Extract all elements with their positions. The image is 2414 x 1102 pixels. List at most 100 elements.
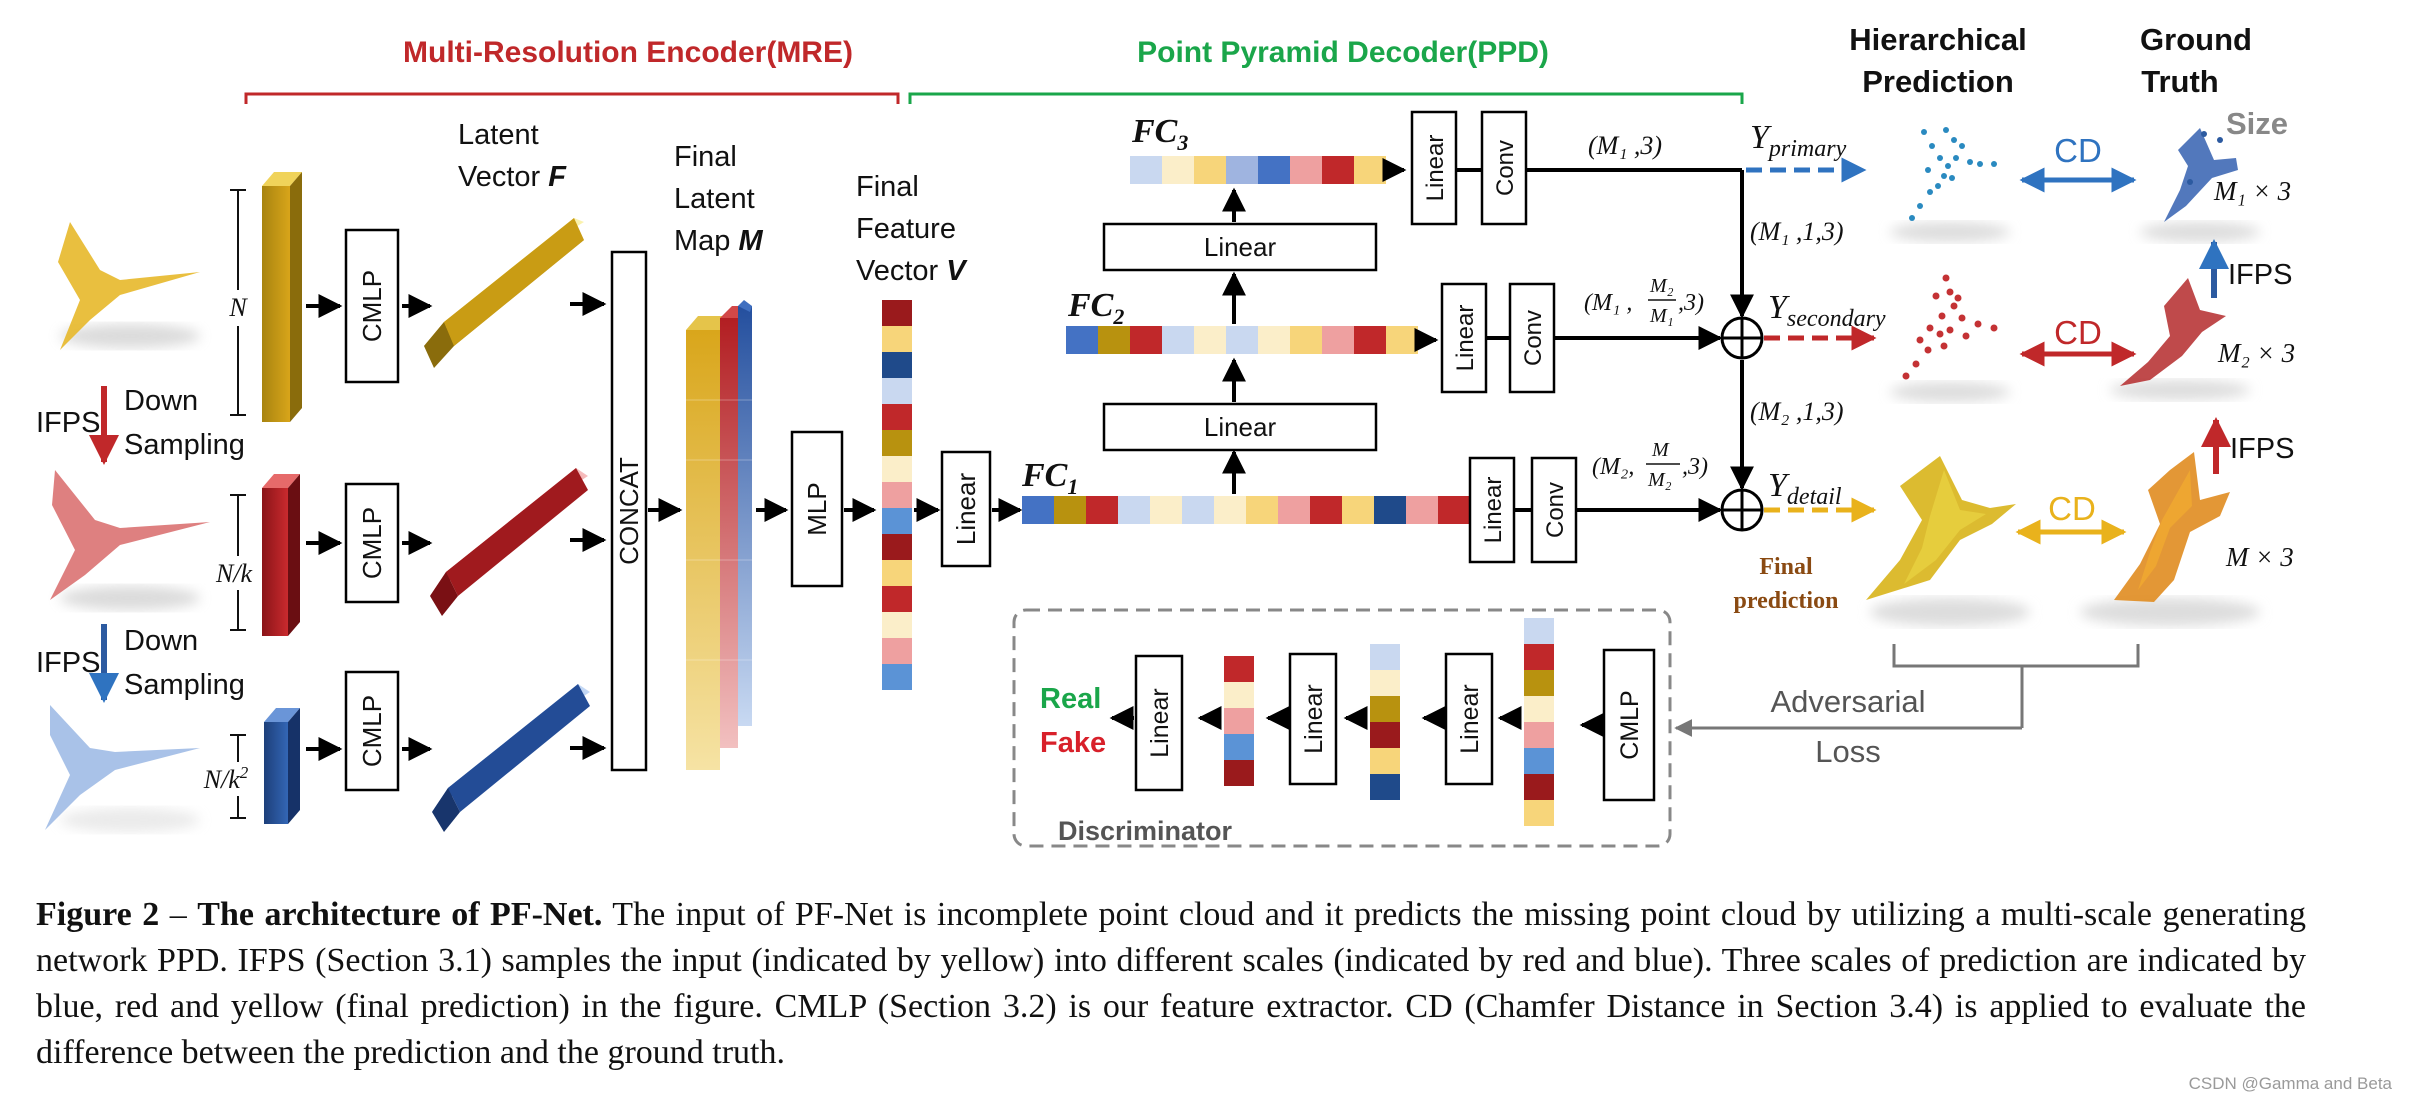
gt-cloud-detail (2080, 452, 2260, 626)
fc1-label: FC1 (1021, 457, 1078, 499)
discriminator-frame (1012, 608, 1672, 848)
svg-text:Linear: Linear (1480, 477, 1507, 544)
conv-box-row3: Conv (1480, 110, 1528, 226)
fc3-label: FC3 (1131, 113, 1188, 155)
disc-vector-1 (1524, 618, 1554, 826)
y-secondary-label: Ysecondary (1768, 289, 1886, 332)
svg-text:Conv: Conv (1492, 140, 1519, 196)
svg-text:Linear: Linear (1456, 684, 1484, 754)
svg-text:,3): ,3) (1682, 454, 1708, 480)
final-latent-map (686, 300, 752, 770)
sum-node-secondary (1720, 316, 1764, 360)
dim-nk2: N/k2 (203, 763, 249, 794)
shape-m1-1-3: (M₁ ,1,3) (1750, 217, 1844, 246)
ground-truth-label-2: Truth (2141, 64, 2219, 99)
latent-vector-red (430, 468, 588, 616)
hierarchical-label-2: Prediction (1862, 64, 2014, 99)
latent-label-1: Latent (458, 119, 539, 151)
feature-bar-blue (264, 708, 300, 824)
shape-m1-3: (M₁ ,3) (1588, 131, 1662, 160)
final-map-label-2: Latent (674, 183, 755, 215)
final-map-label-1: Final (674, 141, 737, 173)
pred-cloud-secondary (1890, 274, 2010, 402)
svg-text:(M₁ ,: (M₁ , (1584, 290, 1632, 316)
architecture-diagram: Multi-Resolution Encoder(MRE) Point Pyra… (36, 22, 2295, 848)
ground-truth-label-1: Ground (2140, 22, 2252, 57)
svg-text:Linear: Linear (1204, 232, 1277, 262)
svg-text:CMLP: CMLP (357, 270, 387, 342)
disc-linear-box-2: Linear (1288, 652, 1338, 786)
input-cloud-red (50, 470, 210, 610)
cmlp-box-1: CMLP (344, 228, 400, 384)
encoder-title: Multi-Resolution Encoder(MRE) (403, 36, 853, 69)
fc2-vector (1066, 326, 1418, 354)
latent-vector-yellow (424, 218, 584, 368)
final-prediction-label-1: Final (1759, 554, 1813, 580)
encoder-bracket (244, 92, 900, 104)
fc3-vector (1130, 156, 1386, 184)
linear-box-row1: Linear (1468, 456, 1516, 564)
y-primary-label: Yprimary (1750, 119, 1847, 162)
svg-text:M₂: M₂ (1647, 469, 1672, 491)
conv-box-row1: Conv (1530, 456, 1578, 564)
dim-nk: N/k (215, 559, 253, 588)
pred-cloud-detail (1866, 456, 2030, 626)
final-vec-label-1: Final (856, 171, 919, 203)
svg-text:Linear: Linear (1422, 135, 1449, 202)
sampling-label-2: Sampling (124, 669, 245, 701)
disc-linear-box-3: Linear (1134, 654, 1184, 792)
dim-n: N (228, 293, 248, 322)
ifps-right-label-1: IFPS (2228, 259, 2292, 291)
latent-label-2: Vector F (458, 161, 567, 193)
latent-vector-blue (432, 684, 590, 832)
shape-m1-m2-frac: (M₁ , M₂ M₁ ,3) (1584, 275, 1704, 327)
decoder-title: Point Pyramid Decoder(PPD) (1137, 36, 1549, 69)
cd-label-red: CD (2054, 314, 2102, 351)
linear-box-fc3: Linear (1102, 222, 1378, 272)
svg-text:CMLP: CMLP (357, 695, 387, 767)
ifps-label-2: IFPS (36, 647, 100, 679)
final-feature-vector (882, 300, 912, 690)
svg-text:MLP: MLP (802, 482, 832, 535)
shape-m2-1-3: (M₂ ,1,3) (1750, 397, 1844, 426)
figure-caption: Figure 2 – The architecture of PF-Net. T… (36, 892, 2306, 1076)
shape-m2-m-frac: (M₂, M M₂ ,3) (1592, 439, 1708, 491)
svg-text:CMLP: CMLP (357, 507, 387, 579)
cmlp-box-2: CMLP (344, 482, 400, 604)
watermark: CSDN @Gamma and Beta (2188, 1074, 2392, 1093)
pred-cloud-primary (1890, 127, 2010, 242)
caption-dash: – (159, 896, 198, 933)
svg-text:M₂: M₂ (1649, 275, 1674, 297)
caption-title: The architecture of PF-Net. (197, 896, 603, 933)
feature-bar-yellow (262, 172, 302, 422)
svg-text:Linear: Linear (1452, 305, 1479, 372)
final-map-label-3: Map M (674, 225, 763, 257)
caption-lead: Figure 2 (36, 896, 160, 933)
size-mx3: M × 3 (2225, 542, 2294, 572)
fake-label: Fake (1040, 727, 1106, 759)
size-m1x3: M₁ × 3 (2213, 176, 2291, 206)
svg-text:CMLP: CMLP (1616, 690, 1644, 759)
caption-body: The input of PF-Net is incomplete point … (36, 896, 2306, 1071)
svg-text:CONCAT: CONCAT (614, 457, 644, 565)
size-label: Size (2226, 106, 2288, 141)
svg-text:M: M (1651, 439, 1670, 461)
y-detail-label: Ydetail (1768, 467, 1842, 510)
final-prediction-label-2: prediction (1734, 588, 1839, 614)
hierarchical-label-1: Hierarchical (1849, 22, 2027, 57)
fc2-label: FC2 (1067, 287, 1124, 329)
loss-label: Loss (1815, 734, 1880, 769)
svg-text:Conv: Conv (1520, 310, 1547, 366)
svg-text:Conv: Conv (1542, 482, 1569, 538)
linear-box-fc1: Linear (940, 450, 992, 568)
input-cloud-blue (45, 705, 200, 832)
cmlp-box-3: CMLP (344, 670, 400, 792)
svg-text:Linear: Linear (951, 473, 981, 546)
disc-cmlp-box: CMLP (1602, 648, 1656, 802)
adversarial-bracket (1892, 644, 2140, 668)
fc1-vector (1022, 496, 1502, 524)
sampling-label-1: Sampling (124, 429, 245, 461)
svg-text:Linear: Linear (1204, 412, 1277, 442)
linear-box-row2: Linear (1440, 282, 1488, 394)
cd-label-yellow: CD (2048, 490, 2096, 527)
